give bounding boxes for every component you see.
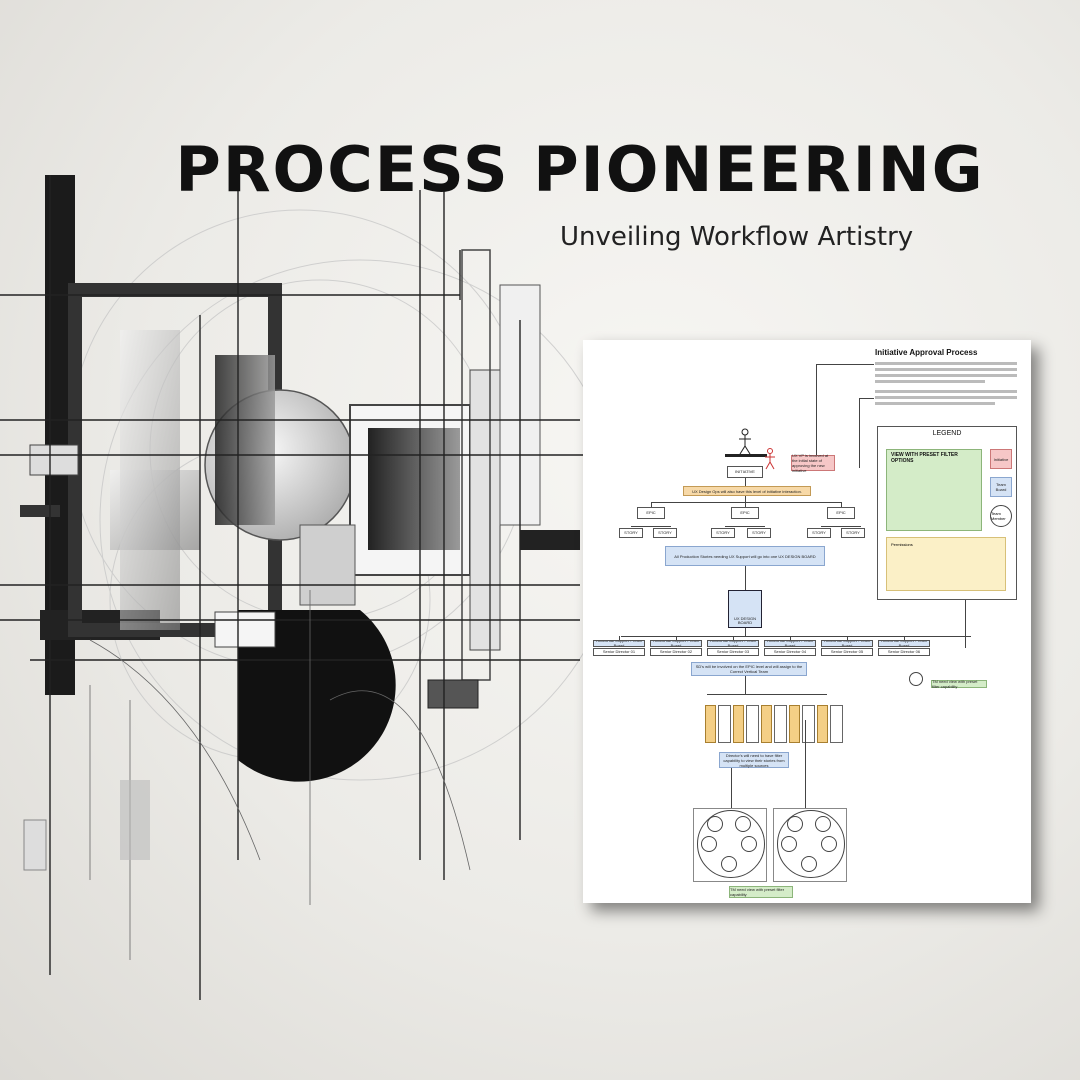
team-member-icon (801, 856, 817, 872)
initiative-box: INITIATIVE (727, 466, 763, 478)
text-line (875, 362, 1017, 365)
production-stories-note: All Production Stories needing UX Suppor… (665, 546, 825, 566)
stakeholder-figure-icon (739, 428, 751, 455)
senior-director-box-5: Senior Director 05 (821, 648, 873, 656)
team-member-icon (815, 816, 831, 832)
story-box: STORY (807, 528, 831, 538)
text-line (875, 396, 1017, 399)
legend-team-board-key: Team Board (990, 477, 1012, 497)
text-line (875, 374, 1017, 377)
vertical-team-board (705, 705, 716, 743)
text-line (875, 390, 1017, 393)
director-box (774, 705, 787, 743)
epic-box-3: EPIC (827, 507, 855, 519)
legend-filter-panel: VIEW WITH PRESET FILTER OPTIONS (886, 449, 982, 531)
process-document: Initiative Approval Process UX VP is inv… (583, 340, 1031, 903)
text-line (875, 380, 985, 383)
director-filter-note: Director's will need to have filter capa… (719, 752, 789, 768)
legend-filter-title: VIEW WITH PRESET FILTER OPTIONS (891, 452, 958, 464)
team-member-icon (787, 816, 803, 832)
text-line (875, 368, 1017, 371)
horizontal-team-board-4: Horizontal Support - Team Board (764, 640, 816, 647)
team-member-icon (735, 816, 751, 832)
senior-director-box-2: Senior Director 02 (650, 648, 702, 656)
team-member-icon (741, 836, 757, 852)
tm-filter-note: TM need view with preset filter capabili… (729, 886, 793, 898)
vertical-team-board (733, 705, 744, 743)
legend-team-member-key: Team Member (990, 505, 1012, 527)
vertical-team-board (817, 705, 828, 743)
horizontal-team-board-6: Horizontal Support - Team Board (878, 640, 930, 647)
hero-title: PROCESS PIONEERING (175, 133, 985, 206)
story-box: STORY (653, 528, 677, 538)
team-member-icon (721, 856, 737, 872)
sd-note: SD's will be involved on the EPIC level … (691, 662, 807, 676)
legend-panel: LEGEND VIEW WITH PRESET FILTER OPTIONS I… (877, 426, 1017, 600)
director-box (830, 705, 843, 743)
hero-subtitle: Unveiling Workflow Artistry (560, 222, 914, 252)
team-cluster-frame (693, 808, 767, 882)
legend-initiative-key: Initiative (990, 449, 1012, 469)
horizontal-team-board-1: Horizontal Support - Team Board (593, 640, 645, 647)
horizontal-team-board-2: Horizontal Support - Team Board (650, 640, 702, 647)
senior-director-box-6: Senior Director 06 (878, 648, 930, 656)
director-box (802, 705, 815, 743)
team-member-icon (781, 836, 797, 852)
document-title: Initiative Approval Process (875, 348, 978, 357)
story-box: STORY (619, 528, 643, 538)
story-box: STORY (711, 528, 735, 538)
team-cluster-frame (773, 808, 847, 882)
story-box: STORY (747, 528, 771, 538)
legend-permissions-label: Permissions (891, 542, 913, 547)
text-line (875, 402, 995, 405)
manager-filter-note: TM need view with preset filter capabili… (931, 679, 987, 689)
manager-icon (909, 672, 923, 686)
director-box (718, 705, 731, 743)
horizontal-team-board-3: Horizontal Support - Team Board (707, 640, 759, 647)
vertical-team-board (761, 705, 772, 743)
director-box (746, 705, 759, 743)
story-box: STORY (841, 528, 865, 538)
legend-permissions-panel: Permissions (886, 537, 1006, 591)
senior-director-box-4: Senior Director 04 (764, 648, 816, 656)
team-member-icon (701, 836, 717, 852)
horizontal-team-board-5: Horizontal Support - Team Board (821, 640, 873, 647)
ux-vp-figure-icon (765, 448, 775, 470)
ux-design-board: UX DESIGN BOARD (728, 590, 762, 628)
ux-design-ops-note: UX Design Ops will also have this level … (683, 486, 811, 496)
senior-director-box-1: Senior Director 01 (593, 648, 645, 656)
team-member-icon (707, 816, 723, 832)
epic-box-1: EPIC (637, 507, 665, 519)
vertical-team-board (789, 705, 800, 743)
ux-vp-note: UX VP is involved at the initial state o… (791, 453, 835, 473)
team-member-icon (821, 836, 837, 852)
epic-box-2: EPIC (731, 507, 759, 519)
legend-title: LEGEND (932, 430, 962, 437)
senior-director-box-3: Senior Director 03 (707, 648, 759, 656)
